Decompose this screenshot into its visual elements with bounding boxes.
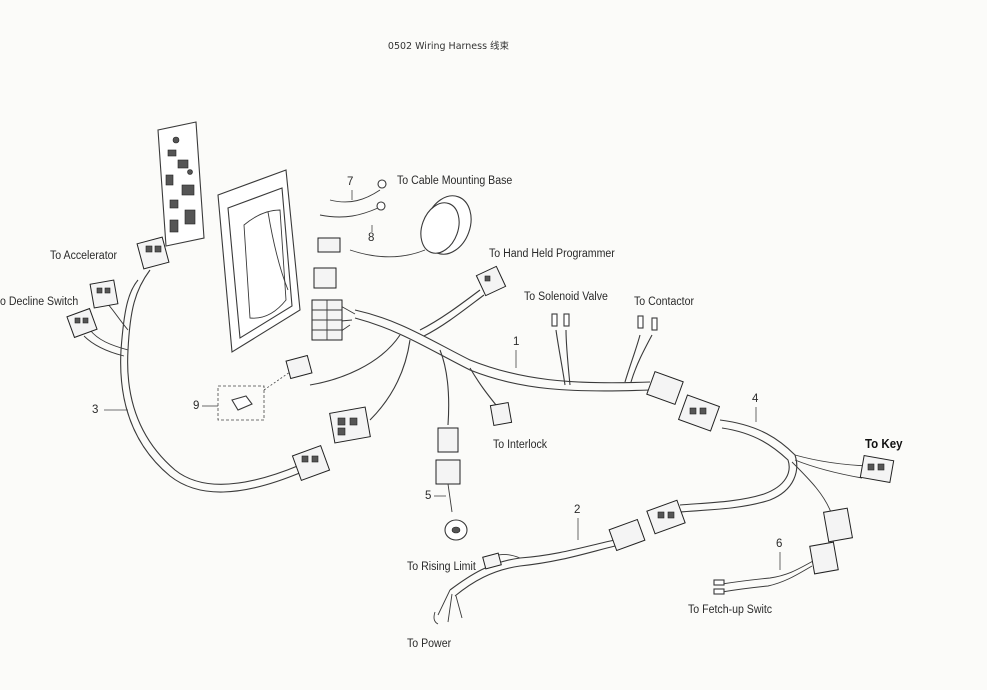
- connector-interlock: [489, 402, 513, 426]
- part-number-5: 5: [425, 490, 432, 502]
- part-number-6: 6: [776, 538, 783, 550]
- label-rising-limit: To Rising Limit: [407, 561, 476, 573]
- harness-4: [679, 419, 869, 516]
- connector-key: [859, 454, 895, 484]
- leader-lines: [104, 190, 781, 570]
- terminals-solenoid: [551, 313, 570, 327]
- part-number-4: 4: [752, 393, 759, 405]
- harness-2: [433, 539, 616, 625]
- label-fetch-up-switch: To Fetch-up Switc: [688, 604, 773, 616]
- part-number-3: 3: [92, 404, 99, 416]
- connector-rising-limit: [482, 552, 502, 570]
- connector-bottom-left: [329, 406, 371, 444]
- label-power: To Power: [407, 638, 452, 650]
- terminals-contactor: [637, 315, 658, 331]
- label-interlock: To Interlock: [493, 439, 548, 451]
- label-key: To Key: [865, 437, 903, 451]
- connector-controller-main: [311, 237, 343, 341]
- label-contactor: To Contactor: [634, 296, 694, 308]
- ring-terminals: [319, 179, 387, 218]
- part-9-box: [217, 371, 291, 421]
- cable-mounting-base: [349, 195, 472, 258]
- connector-harness1-end: [646, 370, 721, 432]
- connector-harness3-end: [291, 445, 331, 481]
- terminals-fetch-up: [713, 579, 725, 595]
- label-cable-mounting-base: To Cable Mounting Base: [397, 175, 513, 187]
- part-number-7: 7: [347, 176, 354, 188]
- harness-6: [721, 559, 816, 593]
- label-decline-switch: o Decline Switch: [0, 296, 79, 308]
- circuit-board: [157, 121, 205, 247]
- part-number-2: 2: [574, 504, 581, 516]
- label-accelerator: To Accelerator: [50, 250, 118, 262]
- label-solenoid-valve: To Solenoid Valve: [524, 291, 608, 303]
- connector-programmer: [475, 265, 507, 297]
- connector-accelerator: [89, 236, 170, 309]
- controller-housing: [217, 169, 301, 353]
- part-number-9: 9: [193, 400, 200, 412]
- label-hand-held-programmer: To Hand Held Programmer: [489, 248, 615, 260]
- part-number-1: 1: [513, 336, 520, 348]
- connector-5: [435, 427, 468, 541]
- connector-harness4-right: [809, 507, 854, 575]
- part-number-8: 8: [368, 232, 375, 244]
- connector-near-9: [285, 354, 313, 380]
- diagram-title: 0502 Wiring Harness 线束: [387, 41, 510, 52]
- main-harness-1: [309, 289, 653, 426]
- connector-harness2-right: [608, 499, 686, 552]
- connector-decline-switch: [66, 307, 98, 339]
